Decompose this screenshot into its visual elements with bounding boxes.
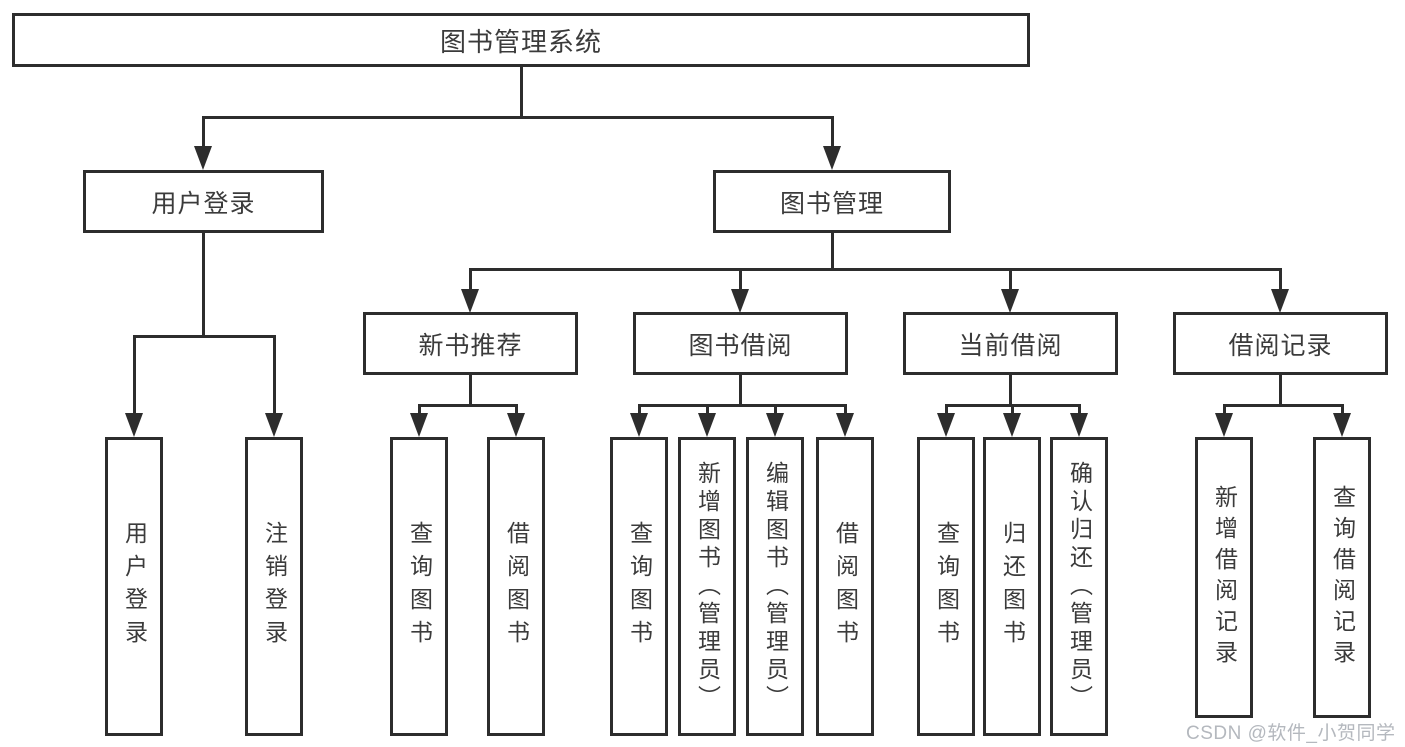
connector-drop — [945, 404, 948, 416]
leaf-add-borrow-record: 新增借阅记录 — [1195, 437, 1253, 718]
node-new-book-recommendation-label: 新书推荐 — [418, 331, 523, 360]
arrowhead — [823, 146, 841, 170]
connector-drop — [469, 268, 472, 292]
leaf-edit-book-admin-label: 编辑图书（管理员） — [762, 460, 789, 713]
arrowhead — [698, 413, 716, 437]
connector-stem — [1279, 375, 1282, 407]
arrowhead — [1333, 413, 1351, 437]
connector-drop — [844, 404, 847, 416]
connector-stem — [1009, 375, 1012, 407]
leaf-query-books-borrowing: 查询图书 — [610, 437, 668, 736]
node-current-borrowing: 当前借阅 — [903, 312, 1118, 375]
node-borrowing-records: 借阅记录 — [1173, 312, 1388, 375]
connector-stem — [831, 233, 834, 270]
leaf-logout-login-label: 注销登录 — [261, 520, 288, 653]
connector-drop — [1223, 404, 1226, 416]
connector-level2-fork — [469, 268, 1282, 271]
connector-drop — [1011, 404, 1014, 416]
node-user-login: 用户登录 — [83, 170, 324, 233]
leaf-query-borrow-record: 查询借阅记录 — [1313, 437, 1371, 718]
leaf-return-book: 归还图书 — [983, 437, 1041, 736]
node-book-management: 图书管理 — [713, 170, 951, 233]
leaf-add-book-admin-label: 新增图书（管理员） — [694, 460, 721, 713]
connector-drop — [739, 268, 742, 292]
arrowhead — [937, 413, 955, 437]
leaf-user-login-label: 用户登录 — [121, 520, 148, 653]
node-book-borrowing-label: 图书借阅 — [688, 331, 793, 360]
connector-drop — [774, 404, 777, 416]
connector-drop — [831, 116, 834, 148]
leaf-query-books-recommend-label: 查询图书 — [406, 520, 433, 653]
node-borrowing-records-label: 借阅记录 — [1228, 331, 1333, 360]
node-book-borrowing: 图书借阅 — [633, 312, 848, 375]
connector-stem — [469, 375, 472, 407]
arrowhead — [265, 413, 283, 437]
arrowhead — [1271, 289, 1289, 313]
node-current-borrowing-label: 当前借阅 — [958, 331, 1063, 360]
arrowhead — [1070, 413, 1088, 437]
leaf-query-borrow-record-label: 查询借阅记录 — [1329, 484, 1356, 671]
connector-trunk — [520, 67, 523, 118]
leaf-confirm-return-admin-label: 确认归还（管理员） — [1066, 460, 1093, 713]
leaf-edit-book-admin: 编辑图书（管理员） — [746, 437, 804, 736]
arrowhead — [766, 413, 784, 437]
connector-drop — [273, 335, 276, 415]
arrowhead — [1001, 289, 1019, 313]
connector-drop — [515, 404, 518, 416]
node-user-login-label: 用户登录 — [151, 189, 256, 218]
arrowhead — [836, 413, 854, 437]
connector-drop — [1341, 404, 1344, 416]
leaf-user-login: 用户登录 — [105, 437, 163, 736]
leaf-return-book-label: 归还图书 — [999, 520, 1026, 653]
connector-drop — [1279, 268, 1282, 292]
node-book-management-label: 图书管理 — [779, 189, 884, 218]
connector-drop — [706, 404, 709, 416]
connector-drop — [1009, 268, 1012, 292]
leaf-borrow-books-recommend-label: 借阅图书 — [503, 520, 530, 653]
connector-drop — [202, 116, 205, 148]
leaf-logout-login: 注销登录 — [245, 437, 303, 736]
connector-fork — [638, 404, 846, 407]
leaf-borrow-books-borrowing-label: 借阅图书 — [832, 520, 859, 653]
connector-fork — [133, 335, 275, 338]
arrowhead — [630, 413, 648, 437]
arrowhead — [507, 413, 525, 437]
leaf-query-books-borrowing-label: 查询图书 — [626, 520, 653, 653]
connector-fork — [1223, 404, 1343, 407]
arrowhead — [1215, 413, 1233, 437]
arrowhead — [125, 413, 143, 437]
arrowhead — [194, 146, 212, 170]
leaf-confirm-return-admin: 确认归还（管理员） — [1050, 437, 1108, 736]
root-node-label: 图书管理系统 — [439, 26, 602, 57]
leaf-add-borrow-record-label: 新增借阅记录 — [1211, 484, 1238, 671]
leaf-borrow-books-borrowing: 借阅图书 — [816, 437, 874, 736]
leaf-borrow-books-recommend: 借阅图书 — [487, 437, 545, 736]
arrowhead — [1003, 413, 1021, 437]
arrowhead — [410, 413, 428, 437]
connector-drop — [1078, 404, 1081, 416]
arrowhead — [461, 289, 479, 313]
connector-fork — [418, 404, 518, 407]
connector-level1-fork — [203, 116, 833, 119]
watermark: CSDN @软件_小贺同学 — [1186, 723, 1396, 744]
connector-drop — [418, 404, 421, 416]
connector-drop — [638, 404, 641, 416]
connector-stem — [202, 233, 205, 337]
connector-drop — [133, 335, 136, 415]
leaf-add-book-admin: 新增图书（管理员） — [678, 437, 736, 736]
leaf-query-books-recommend: 查询图书 — [390, 437, 448, 736]
arrowhead — [731, 289, 749, 313]
node-new-book-recommendation: 新书推荐 — [363, 312, 578, 375]
connector-stem — [739, 375, 742, 407]
root-node: 图书管理系统 — [12, 13, 1030, 67]
leaf-query-books-current-label: 查询图书 — [933, 520, 960, 653]
leaf-query-books-current: 查询图书 — [917, 437, 975, 736]
